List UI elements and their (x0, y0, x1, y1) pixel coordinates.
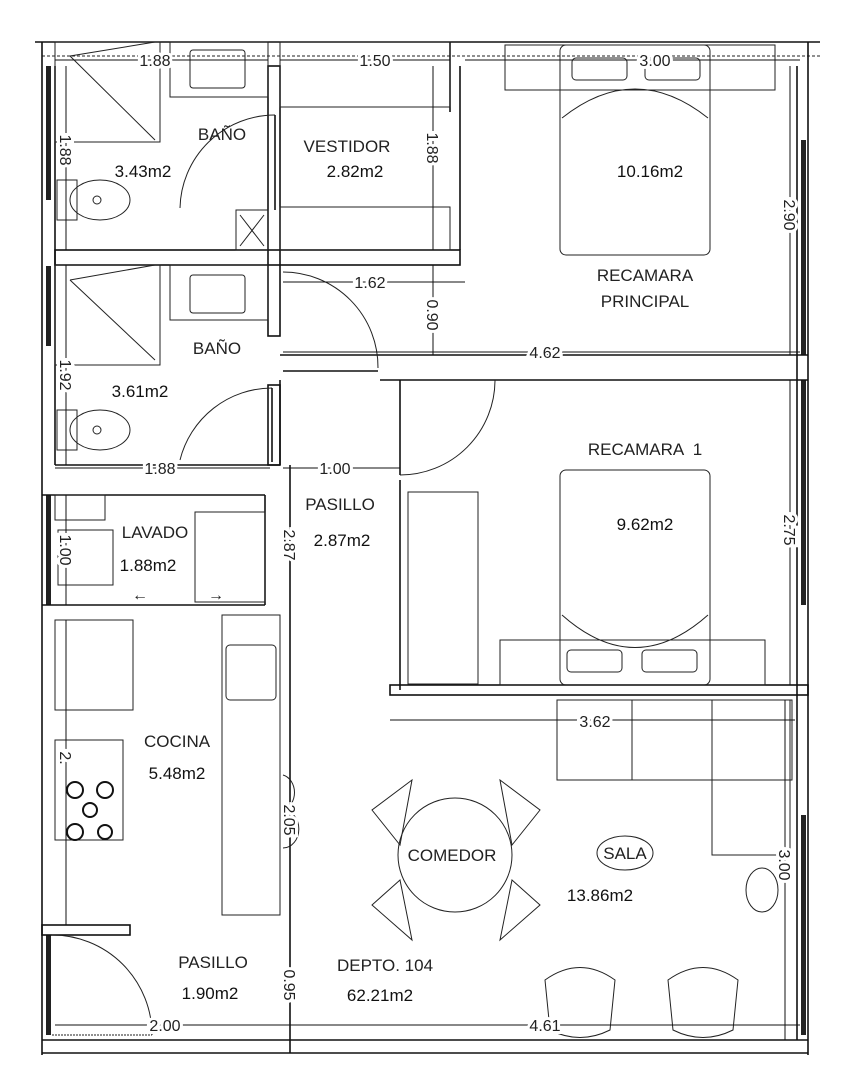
room-name-bano-1: BAÑO (198, 125, 246, 144)
room-name-sala: SALA (603, 844, 647, 863)
dimension-label: 2.05 (280, 804, 297, 835)
room-name-bano-2: BAÑO (193, 339, 241, 358)
dimension-label: 0.95 (280, 969, 297, 1000)
room-name-pasillo-2: PASILLO (178, 953, 248, 972)
room-name-comedor: COMEDOR (408, 846, 497, 865)
dimension-label: 1.92 (56, 359, 73, 390)
furniture: ← → (54, 41, 793, 1038)
dimension-label: 4.61 (529, 1018, 560, 1035)
room-name-recamara-principal-2: PRINCIPAL (601, 292, 690, 311)
room-name-recamara-1: RECAMARA 1 (588, 440, 702, 459)
room-area-bano-1: 3.43m2 (115, 162, 172, 181)
dimension-label: 2.00 (149, 1018, 180, 1035)
room-name-lavado: LAVADO (122, 523, 188, 542)
room-name-pasillo-1: PASILLO (305, 495, 375, 514)
dimension-label: 1.62 (354, 275, 385, 292)
room-area-recamara-principal: 10.16m2 (617, 162, 683, 181)
dimension-label: 1.88 (139, 53, 170, 70)
dimension-label: 4.62 (529, 345, 560, 362)
dimension-label: 1.88 (423, 132, 440, 163)
dimension-label: 2.87 (280, 529, 297, 560)
room-labels: BAÑO 3.43m2 VESTIDOR 2.82m2 10.16m2 RECA… (112, 125, 703, 1005)
dimension-label: 2. (56, 751, 73, 764)
dimension-label: 1.00 (56, 534, 73, 565)
dimension-label: 2.90 (780, 199, 797, 230)
room-name-recamara-principal-1: RECAMARA (597, 266, 694, 285)
room-area-sala: 13.86m2 (567, 886, 633, 905)
unit-total-area: 62.21m2 (347, 986, 413, 1005)
walls (35, 41, 820, 1055)
dimension-lines (55, 59, 800, 1040)
doors (51, 114, 496, 1036)
dimension-label: 1.00 (319, 461, 350, 478)
dimension-labels: 1.88 1.50 3.00 1.88 1.88 2.90 1.62 0.90 … (53, 50, 800, 1038)
room-area-pasillo-1: 2.87m2 (314, 531, 371, 550)
room-area-bano-2: 3.61m2 (112, 382, 169, 401)
unit-label: DEPTO. 104 (337, 956, 433, 975)
room-area-vestidor: 2.82m2 (327, 162, 384, 181)
room-area-cocina: 5.48m2 (149, 764, 206, 783)
dimension-label: 3.00 (639, 53, 670, 70)
dimension-label: 3.62 (579, 714, 610, 731)
room-name-vestidor: VESTIDOR (304, 137, 391, 156)
room-area-pasillo-2: 1.90m2 (182, 984, 239, 1003)
room-area-lavado: 1.88m2 (120, 556, 177, 575)
dimension-label: 1.88 (56, 134, 73, 165)
dimension-label: 1.88 (144, 461, 175, 478)
arrow-right-icon: → (208, 587, 224, 604)
arrow-left-icon: ← (132, 587, 148, 604)
room-name-cocina: COCINA (144, 732, 211, 751)
room-area-recamara-1: 9.62m2 (617, 515, 674, 534)
dimension-label: 2.75 (780, 514, 797, 545)
dimension-label: 1.50 (359, 53, 390, 70)
dimension-label: 0.90 (423, 299, 440, 330)
dimension-label: 3.00 (775, 849, 792, 880)
